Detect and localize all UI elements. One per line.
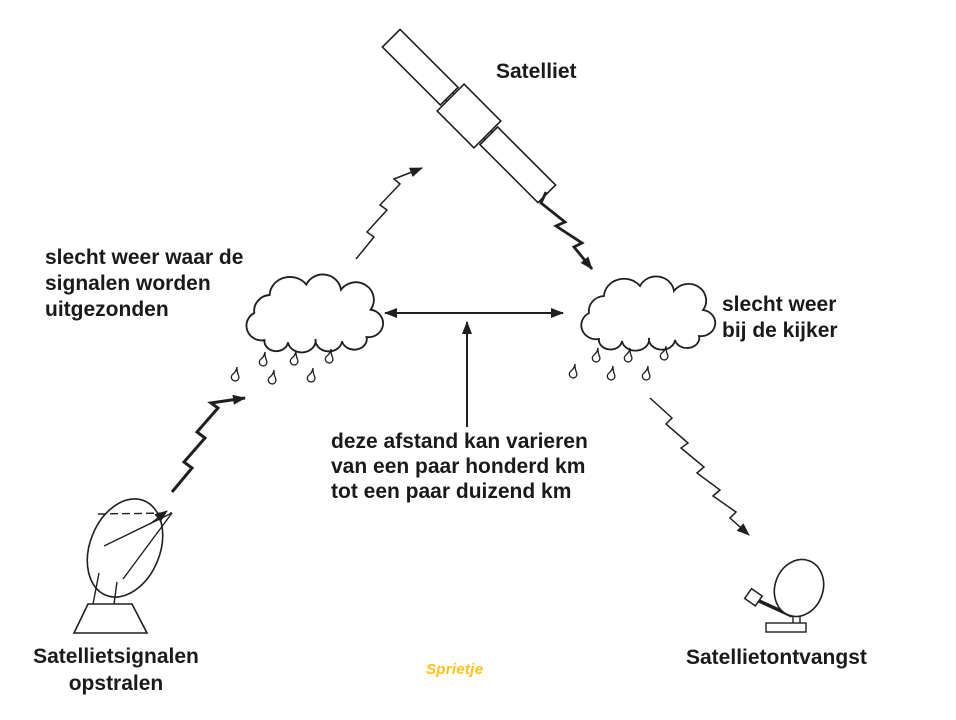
receiver-dish-icon [743, 558, 825, 633]
signal-bolt-dish-to-cloud [170, 394, 246, 493]
satellite-label: Satelliet [496, 60, 577, 83]
satellite-icon [381, 28, 557, 204]
uplink-cloud-icon [230, 273, 385, 385]
uplink-station-label: Satellietsignalen opstralen [33, 645, 199, 695]
signal-bolt-cloud-to-dish [649, 397, 750, 536]
uplink-weather-label: slecht weer waar de signalen worden uitg… [45, 246, 244, 321]
viewer-cloud-icon [568, 275, 717, 381]
receiver-label: Satellietontvangst [686, 646, 867, 669]
signal-bolt-cloud-to-satellite [355, 167, 423, 260]
viewer-weather-label: slecht weer bij de kijker [722, 293, 838, 342]
distance-note-label: deze afstand kan varieren van een paar h… [331, 430, 588, 503]
uplink-dish-icon [72, 498, 173, 634]
signal-bolt-satellite-to-cloud [539, 191, 594, 270]
watermark-text: Sprietje [426, 661, 484, 678]
